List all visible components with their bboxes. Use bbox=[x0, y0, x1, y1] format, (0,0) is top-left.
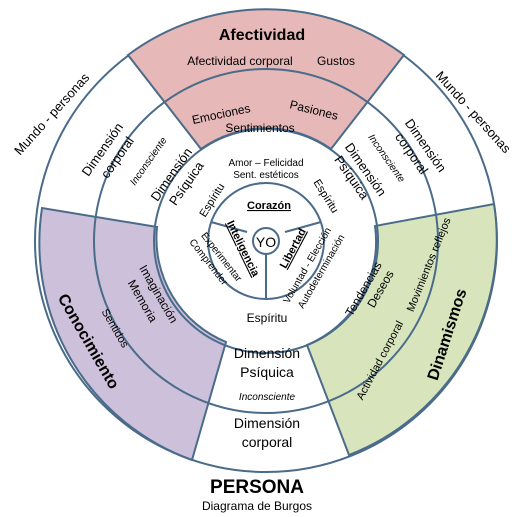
bottom-dim-psiquica-1: Dimensión bbox=[234, 345, 300, 361]
ring-espiritu bbox=[153, 128, 379, 354]
bottom-inconsciente: Inconsciente bbox=[239, 392, 296, 403]
persona-title: PERSONA bbox=[210, 477, 304, 498]
core-divider-left bbox=[210, 221, 248, 233]
sector-conocimiento bbox=[38, 206, 228, 462]
bottom-espiritu: Espíritu bbox=[247, 311, 288, 325]
core-divider-right bbox=[284, 221, 322, 233]
afectividad-corporal: Afectividad corporal bbox=[187, 54, 292, 68]
afectividad-sent-esteticos: Sent. estéticos bbox=[233, 170, 299, 181]
sector-dinamismos bbox=[305, 202, 498, 457]
bottom-dim-psiquica-2: Psíquica bbox=[240, 364, 294, 380]
bottom-dim-corporal-2: corporal bbox=[242, 434, 293, 450]
ring-psiquica bbox=[93, 68, 439, 414]
afectividad-heading: Afectividad bbox=[219, 27, 305, 44]
afectividad-amor: Amor – Felicidad bbox=[228, 158, 303, 169]
persona-subtitle: Diagrama de Burgos bbox=[201, 499, 313, 513]
core-corazon: Corazón bbox=[247, 200, 291, 212]
bottom-dim-corporal-1: Dimensión bbox=[234, 415, 300, 431]
center-yo: YO bbox=[256, 234, 276, 250]
afectividad-gustos: Gustos bbox=[317, 54, 355, 68]
afectividad-sentimientos: Sentimientos bbox=[225, 121, 294, 135]
